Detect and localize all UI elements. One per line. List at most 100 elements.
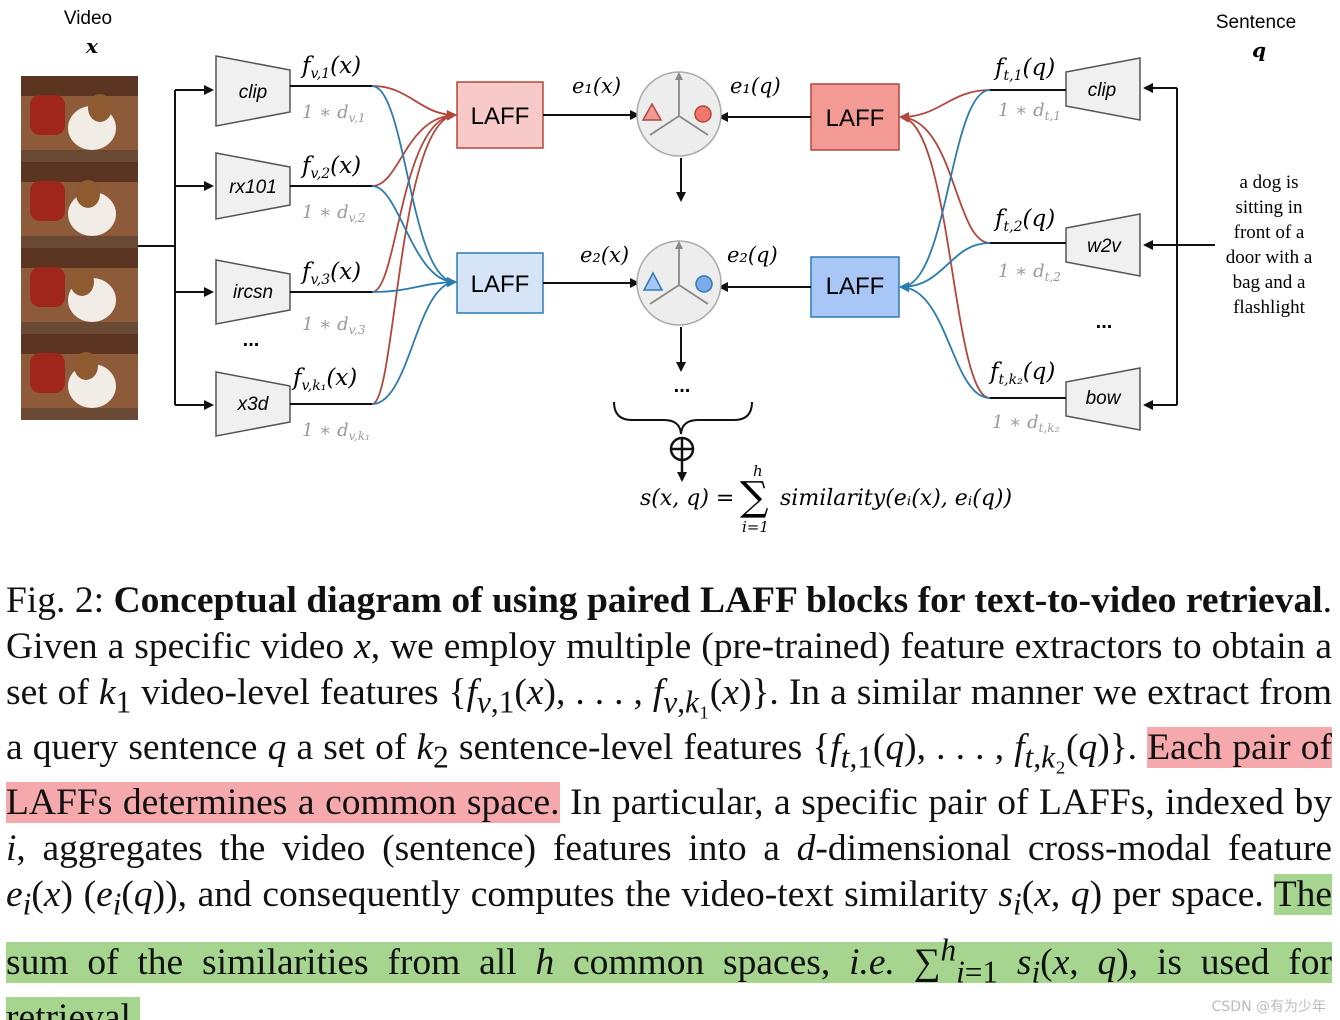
video-frame-2 [21, 162, 138, 248]
caption-text: , we employ multiple (pre-trained) featu… [6, 625, 1332, 713]
laff-label: LAFF [826, 273, 885, 300]
figure-caption: Fig. 2: Conceptual diagram of using pair… [6, 578, 1333, 1020]
svg-text:a dog is: a dog is [1239, 172, 1298, 193]
text-point-circle [695, 275, 713, 293]
text-extractor-label: bow [1086, 388, 1122, 409]
video-extractor-ellipsis: ... [243, 329, 260, 351]
caption-text: sentence-level features { [448, 726, 831, 768]
text-feature-label-2: ft,2(q) 1 ∗ dt,2 [993, 206, 1061, 284]
video-feature-label-2: fv,2(x) 1 ∗ dv,2 [300, 153, 365, 225]
svg-text:1 ∗ dv,3: 1 ∗ dv,3 [302, 314, 366, 337]
svg-text:s(x, q) =: s(x, q) = [640, 486, 734, 511]
svg-text:h: h [753, 462, 763, 480]
embedding-e2q: e₂(q) [727, 243, 778, 267]
svg-text:1 ∗ dt,1: 1 ∗ dt,1 [998, 100, 1061, 123]
laff-diagram: Video x [21, 8, 1313, 536]
svg-text:similarity(eᵢ(x), eᵢ(q)): similarity(eᵢ(x), eᵢ(q)) [780, 486, 1012, 511]
video-frame-1 [21, 76, 138, 162]
video-frame-4 [21, 334, 138, 420]
text-point-circle [694, 105, 712, 123]
video-to-laff-curves [371, 85, 457, 405]
caption-text: , and consequently computes the video-te… [177, 873, 999, 915]
text-extractor-w2v: w2v [1065, 213, 1141, 277]
text-extractor-label: w2v [1087, 236, 1122, 257]
video-feature-label-4: fv,k₁(x) 1 ∗ dv,k₁ [291, 365, 370, 443]
video-frames [21, 76, 138, 420]
svg-text:fv,1(x): fv,1(x) [300, 53, 361, 82]
svg-text:1 ∗ dt,2: 1 ∗ dt,2 [998, 261, 1061, 284]
text-feature-label-3: ft,k₂(q) 1 ∗ dt,k₂ [988, 359, 1060, 435]
embedding-e2x: e₂(x) [580, 243, 629, 267]
svg-text:i=1: i=1 [742, 518, 769, 536]
caption-text: per space. [1102, 873, 1274, 915]
video-laff-1: LAFF [456, 81, 544, 149]
svg-text:1 ∗ dt,k₂: 1 ∗ dt,k₂ [992, 412, 1060, 435]
svg-text:sitting in: sitting in [1235, 197, 1303, 218]
video-fanout [138, 85, 214, 410]
video-extractor-label: rx101 [229, 177, 277, 198]
caption-text: a set of [286, 726, 417, 768]
common-space-2 [636, 240, 722, 326]
video-point-triangle [641, 102, 663, 121]
video-feature-label-1: fv,1(x) 1 ∗ dv,1 [300, 53, 365, 125]
video-point-triangle [642, 271, 664, 291]
video-extractor-label: x3d [237, 394, 270, 415]
text-extractor-clip: clip [1065, 57, 1141, 121]
laff-label: LAFF [471, 103, 530, 130]
sum-brace [613, 401, 753, 435]
laff-to-space-arrows [543, 110, 811, 292]
similarity-formula: s(x, q) = ∑ h i=1 similarity(eᵢ(x), eᵢ(q… [640, 462, 1012, 536]
caption-text: }. In a similar manner we extract from a… [6, 671, 1332, 768]
sentence-var: q [1252, 38, 1266, 62]
caption-fig: Fig. 2: [6, 580, 114, 621]
svg-text:ft,1(q): ft,1(q) [993, 55, 1055, 84]
svg-text:door with a: door with a [1226, 247, 1313, 268]
video-extractor-rx101: rx101 [215, 152, 291, 220]
text-laff-2: LAFF [810, 256, 900, 318]
text-extractor-bow: bow [1065, 367, 1141, 431]
video-laff-2: LAFF [456, 252, 544, 314]
svg-text:fv,2(x): fv,2(x) [300, 153, 361, 182]
sentence-text: a dog is sitting in front of a door with… [1226, 172, 1313, 318]
svg-text:bag and a: bag and a [1233, 272, 1306, 293]
text-feature-label-1: ft,1(q) 1 ∗ dt,1 [993, 55, 1061, 123]
video-extractor-ircsn: ircsn [215, 259, 291, 325]
caption-text: video-level features { [131, 671, 467, 713]
sentence-title: Sentence [1216, 12, 1296, 33]
laff-label: LAFF [471, 271, 530, 298]
video-extractor-x3d: x3d [215, 371, 291, 437]
video-feature-lines [290, 85, 372, 405]
caption-text: In particular, a specific pair of LAFFs,… [559, 782, 1332, 824]
text-feature-lines [990, 89, 1066, 399]
svg-text:flashlight: flashlight [1233, 297, 1305, 318]
svg-text:∑: ∑ [740, 474, 769, 520]
svg-text:front of a: front of a [1234, 222, 1305, 243]
text-laff-1: LAFF [810, 83, 900, 151]
svg-text:1 ∗ dv,k₁: 1 ∗ dv,k₁ [302, 420, 370, 443]
video-feature-label-3: fv,3(x) 1 ∗ dv,3 [300, 259, 366, 337]
svg-text:fv,k₁(x): fv,k₁(x) [291, 365, 357, 394]
text-to-laff-curves [899, 89, 991, 399]
video-extractor-clip: clip [215, 55, 291, 127]
embedding-e1x: e₁(x) [572, 74, 621, 98]
video-var: x [85, 34, 99, 58]
caption-text: }. [1109, 726, 1148, 768]
caption-bold: Conceptual diagram of using paired LAFF … [113, 580, 1323, 621]
laff-label: LAFF [826, 105, 885, 132]
caption-text: , aggregates the video (sentence) featur… [16, 827, 797, 869]
sentence-fanout [1143, 83, 1215, 410]
text-extractor-ellipsis: ... [1096, 311, 1113, 333]
text-extractor-label: clip [1088, 80, 1117, 101]
svg-text:1 ∗ dv,2: 1 ∗ dv,2 [302, 202, 365, 225]
svg-text:ft,k₂(q): ft,k₂(q) [988, 359, 1055, 388]
space-ellipsis: ... [674, 375, 691, 397]
video-extractor-label: clip [239, 82, 268, 103]
video-extractor-label: ircsn [233, 282, 273, 303]
video-title: Video [64, 8, 112, 29]
svg-text:1 ∗ dv,1: 1 ∗ dv,1 [302, 102, 365, 125]
caption-text: . Given a specific video [6, 580, 1332, 667]
embedding-e1q: e₁(q) [730, 74, 781, 98]
svg-text:fv,3(x): fv,3(x) [300, 259, 361, 288]
video-frame-3 [21, 248, 138, 334]
watermark: CSDN @有为少年 [1211, 999, 1326, 1015]
